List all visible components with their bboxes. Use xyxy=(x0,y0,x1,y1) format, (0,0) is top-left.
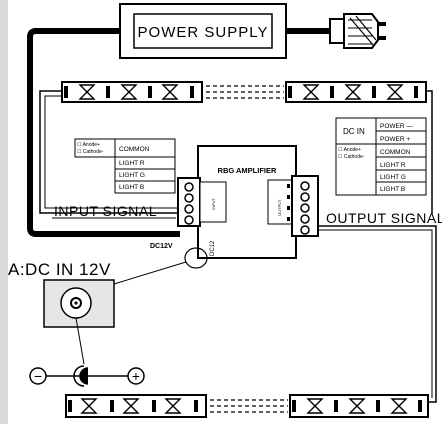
power-supply-unit: POWER SUPPLY xyxy=(119,3,287,59)
left-legend-row: COMMON xyxy=(119,146,150,153)
right-legend-table: DC IN POWER — POWER + ☐ Anode+ ☐ Cathode… xyxy=(335,117,427,196)
left-legend-row: LIGHT R xyxy=(119,160,145,167)
dc12v-label: DC12V xyxy=(150,243,173,250)
right-legend-anode: ☐ Anode+ xyxy=(338,147,361,153)
minus-icon xyxy=(29,367,47,385)
wire-output-inner xyxy=(318,229,433,398)
left-border-bar xyxy=(0,0,8,424)
dc-jack-highlight xyxy=(184,247,208,269)
amplifier-dc-side-label: DC12 xyxy=(210,240,216,256)
wire-top-strip-left-inner xyxy=(44,95,180,209)
polarity-plus: + xyxy=(132,368,140,384)
right-legend-dc-in: DC IN xyxy=(343,127,365,136)
power-supply-label: POWER SUPPLY xyxy=(138,24,269,41)
amplifier-title: RBG AMPLIFIER xyxy=(218,166,277,175)
polarity-symbol: − + xyxy=(29,365,145,387)
input-signal-label: INPUT SIGNAL xyxy=(54,203,157,219)
led-strip-bottom xyxy=(65,394,429,418)
wire-top-strip-left xyxy=(39,90,180,214)
right-legend-row: COMMON xyxy=(380,149,411,156)
polarity-minus: − xyxy=(34,368,42,384)
dc-in-label: A:DC IN 12V xyxy=(8,260,111,279)
led-strip-top xyxy=(61,81,427,103)
output-port-label: OUTPUT xyxy=(277,199,282,216)
left-legend-anode: ☐ Anode+ xyxy=(77,142,100,148)
right-legend-row: LIGHT B xyxy=(380,186,405,193)
rgb-amplifier: RBG AMPLIFIER DC12 INPUT OUTPUT xyxy=(177,145,319,259)
left-legend-row: LIGHT G xyxy=(119,172,145,179)
right-legend-cathode: ☐ Cathode- xyxy=(338,154,365,160)
right-legend-row: LIGHT G xyxy=(380,174,406,181)
wire-output xyxy=(318,225,437,403)
left-legend-row: LIGHT B xyxy=(119,184,144,191)
plug-icon xyxy=(329,13,386,49)
right-legend-power-row: POWER + xyxy=(380,136,410,143)
dc-jack xyxy=(43,279,115,328)
left-legend-cathode: ☐ Cathode- xyxy=(77,149,104,155)
right-legend-row: LIGHT R xyxy=(380,162,406,169)
power-cable xyxy=(27,28,180,237)
input-port-label: INPUT xyxy=(211,197,216,210)
output-signal-label: OUTPUT SIGNAL xyxy=(326,210,442,226)
center-pin-icon xyxy=(79,367,89,385)
left-legend-table: ☐ Anode+ ☐ Cathode- COMMON LIGHT R LIGHT… xyxy=(74,138,176,194)
plus-icon xyxy=(127,367,145,385)
right-legend-power-row: POWER — xyxy=(380,123,413,130)
